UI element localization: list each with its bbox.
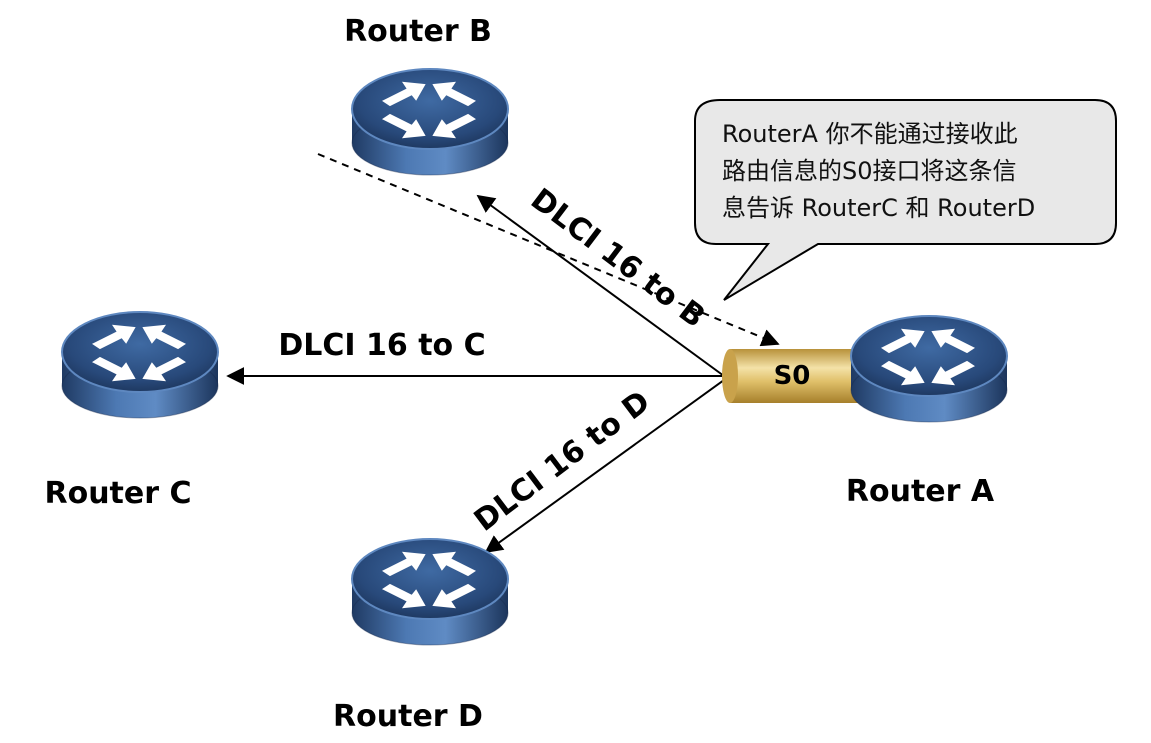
callout-bubble: [694, 99, 1117, 301]
router-d-icon: [351, 538, 509, 646]
link-to-d-line: [484, 379, 725, 554]
router-d-label: Router D: [333, 699, 483, 734]
callout-line: RouterA 你不能通过接收此: [722, 120, 1018, 148]
router-b-label: Router B: [344, 14, 492, 49]
link-to-d-label: DLCI 16 to D: [468, 384, 657, 538]
callout-line: 路由信息的S0接口将这条信: [722, 157, 1017, 185]
link-to-b-label: DLCI 16 to B: [524, 182, 711, 335]
router-a-icon: [850, 315, 1008, 423]
link-to-b-line: [476, 194, 725, 377]
callout-text: RouterA 你不能通过接收此 路由信息的S0接口将这条信 息告诉 Route…: [722, 116, 1102, 227]
s0-interface: S0: [722, 349, 870, 403]
router-a-label: Router A: [846, 474, 995, 509]
dashed-route-update-line: [317, 153, 780, 347]
callout-line: 息告诉 RouterC 和 RouterD: [722, 194, 1036, 222]
link-to-c-label: DLCI 16 to C: [278, 328, 485, 363]
router-b-icon: [351, 68, 509, 176]
s0-label: S0: [774, 361, 811, 391]
router-c-icon: [61, 311, 219, 419]
router-c-label: Router C: [44, 476, 191, 511]
